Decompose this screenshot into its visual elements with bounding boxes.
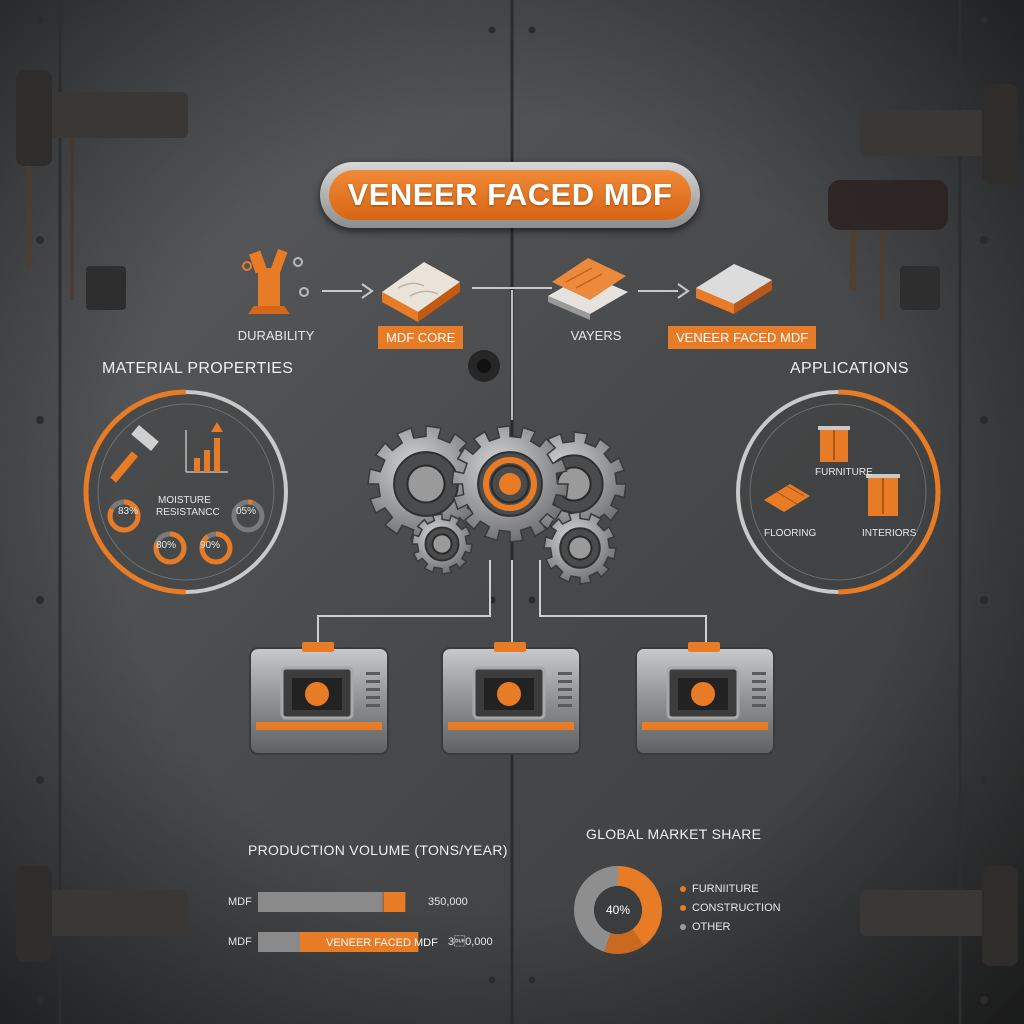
legend-other-label: OTHER — [692, 921, 731, 933]
donut-hole — [594, 886, 642, 934]
bar-inner-label: VENEER FACED MDF — [326, 937, 438, 949]
gauge-ring — [199, 531, 233, 565]
bar-value-1: 350,000 — [428, 896, 468, 908]
step-label-veneer-faced-mdf: VENEER FACED MDF — [668, 326, 817, 349]
legend-dot-construction — [680, 905, 686, 912]
donut-slice-1 — [604, 929, 644, 954]
production-bar-chart: MDF MDF VENEER FACED MDF 350,000 30,000 — [228, 892, 493, 952]
app-label-interiors: INTERIORS — [862, 528, 917, 539]
wardrobe-icon — [866, 474, 900, 516]
tree-stump-icon — [242, 248, 309, 314]
legend-other: OTHER — [680, 921, 731, 933]
market-share-donut: 40% — [574, 866, 662, 954]
donut-slice-2 — [574, 866, 618, 952]
gauge-label-1: 83% — [118, 506, 139, 517]
gear-small-right-icon — [543, 511, 617, 585]
legend-furniture-label: FURNIITURE — [692, 883, 759, 895]
flooring-icon — [764, 484, 810, 512]
bar-track — [258, 892, 383, 912]
gauge-ring — [153, 531, 187, 565]
page-title: VENEER FACED MDF — [329, 170, 691, 220]
veneer-faced-board-icon — [696, 264, 772, 314]
step-label-vayers: VAYERS — [570, 328, 622, 343]
bar-value-2: 30,000 — [448, 935, 493, 948]
bar-label-mdf: MDF — [228, 896, 252, 908]
gauge-label-2: 05% — [236, 506, 257, 517]
app-label-furniture: FURNITURE — [815, 467, 873, 478]
gear-center-icon — [451, 425, 569, 543]
legend-construction-label: CONSTRUCTION — [692, 902, 781, 914]
gauge-label-4: 90% — [200, 540, 221, 551]
gauge-label-3: 80% — [156, 540, 177, 551]
growth-chart-icon — [185, 422, 228, 473]
hammer-icon — [110, 425, 159, 483]
mdf-board-icon — [382, 262, 460, 322]
moisture-label-line1: MOISTURE — [158, 495, 211, 506]
step-label-durability: DURABILITY — [237, 328, 315, 343]
title-plate: VENEER FACED MDF — [320, 162, 700, 228]
material-properties-panel — [83, 389, 288, 595]
gear-small-left-icon — [411, 513, 473, 575]
gauge-ring — [107, 499, 141, 533]
gear-large-left-icon — [367, 425, 485, 543]
machine-unit — [441, 642, 581, 755]
legend-dot-furniture — [680, 886, 686, 893]
legend-dot-other — [680, 924, 686, 931]
cabinet-icon — [818, 426, 850, 462]
legend-construction: CONSTRUCTION — [680, 902, 781, 914]
donut-center-label: 40% — [606, 903, 630, 917]
bar-veneer-faced-mdf — [300, 932, 419, 952]
bar-label-mdf-2: MDF — [228, 936, 252, 948]
step-label-mdf-core: MDF CORE — [378, 326, 464, 349]
gauge-ring — [231, 499, 265, 533]
veneer-layers-icon — [548, 258, 628, 320]
machine-unit — [635, 642, 775, 755]
legend-furniture: FURNIITURE — [680, 883, 759, 895]
applications-heading: APPLICATIONS — [790, 360, 909, 377]
applications-panel — [736, 389, 941, 595]
app-label-flooring: FLOORING — [764, 528, 817, 539]
market-share-heading: GLOBAL MARKET SHARE — [586, 826, 762, 842]
production-heading: PRODUCTION VOLUME (TONS/YEAR) — [248, 842, 508, 858]
material-properties-heading: MATERIAL PROPERTIES — [102, 360, 294, 377]
donut-slice-0 — [618, 866, 662, 946]
moisture-label-line2: RESISTANCC — [156, 507, 220, 518]
machine-unit — [249, 642, 389, 755]
bar-mdf — [383, 892, 406, 912]
